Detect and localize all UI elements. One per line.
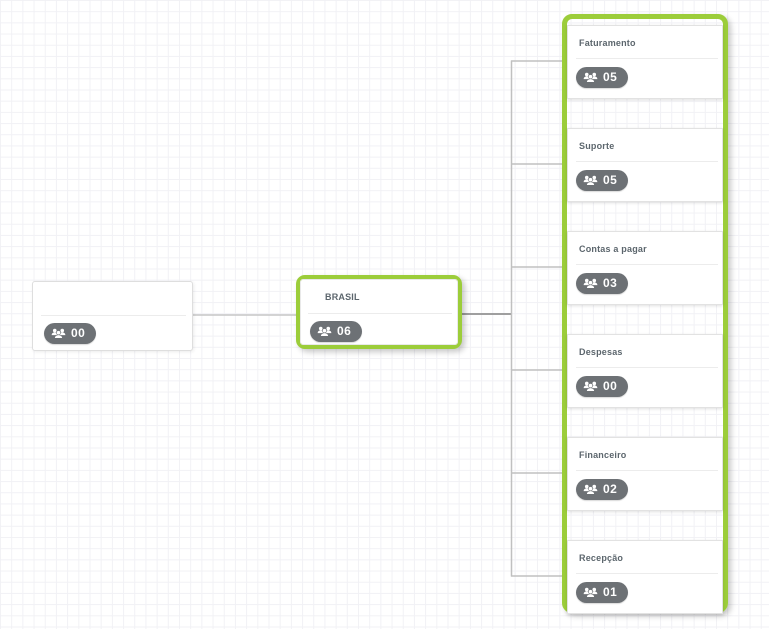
children-group-highlight: Faturamento 05 Suporte 05 Contas a pagar… <box>562 14 728 614</box>
member-count: 03 <box>603 276 618 290</box>
users-icon <box>583 175 598 186</box>
users-icon <box>583 72 598 83</box>
node-title: Faturamento <box>579 38 636 48</box>
member-count: 00 <box>71 326 86 340</box>
node-card-suporte[interactable]: Suporte 05 <box>567 128 723 202</box>
node-card-despesas[interactable]: Despesas 00 <box>567 334 723 408</box>
node-divider <box>576 367 718 368</box>
node-card-contas-a-pagar[interactable]: Contas a pagar 03 <box>567 231 723 305</box>
member-count: 02 <box>603 482 618 496</box>
member-count-badge[interactable]: 00 <box>576 376 629 397</box>
users-icon <box>583 278 598 289</box>
member-count-badge[interactable]: 05 <box>576 67 629 88</box>
node-title: BRASIL <box>325 292 360 302</box>
node-divider <box>576 264 718 265</box>
member-count-badge[interactable]: 05 <box>576 170 629 191</box>
users-icon <box>51 328 66 339</box>
member-count: 05 <box>603 173 618 187</box>
member-count: 00 <box>603 379 618 393</box>
member-count: 01 <box>603 585 618 599</box>
node-card-faturamento[interactable]: Faturamento 05 <box>567 25 723 99</box>
member-count-badge[interactable]: 03 <box>576 273 629 294</box>
node-root[interactable]: 00 <box>32 281 193 351</box>
member-count: 05 <box>603 70 618 84</box>
member-count-badge[interactable]: 01 <box>576 582 629 603</box>
node-divider <box>576 573 718 574</box>
member-count-badge[interactable]: 02 <box>576 479 629 500</box>
node-title: Recepção <box>579 553 624 563</box>
node-divider <box>576 58 718 59</box>
node-divider <box>576 161 718 162</box>
users-icon <box>583 587 598 598</box>
member-count: 06 <box>337 324 352 338</box>
node-card-recepcao[interactable]: Recepção 01 <box>567 540 723 614</box>
node-title: Despesas <box>579 347 623 357</box>
node-card-financeiro[interactable]: Financeiro 02 <box>567 437 723 511</box>
node-divider <box>576 470 718 471</box>
node-divider <box>41 315 186 316</box>
member-count-badge[interactable]: 06 <box>310 321 363 342</box>
node-divider <box>308 313 452 314</box>
node-card-surface <box>300 279 458 345</box>
node-title: Suporte <box>579 141 615 151</box>
node-title: Contas a pagar <box>579 244 647 254</box>
node-brasil[interactable]: BRASIL 06 <box>296 275 462 349</box>
node-title: Financeiro <box>579 450 627 460</box>
users-icon <box>583 484 598 495</box>
member-count-badge[interactable]: 00 <box>44 323 97 344</box>
users-icon <box>583 381 598 392</box>
users-icon <box>317 326 332 337</box>
